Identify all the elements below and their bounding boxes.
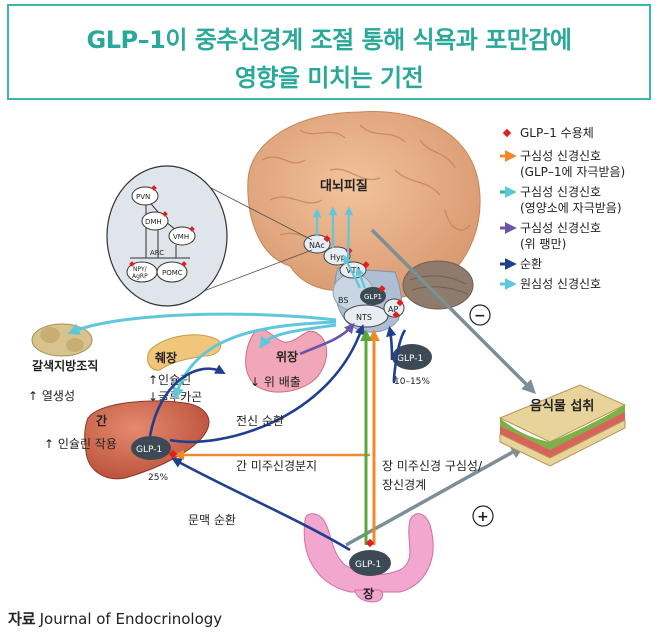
portal-circulation-label: 문맥 순환: [188, 513, 236, 527]
hypothalamus-inset: [106, 165, 228, 307]
intestine-glp1-label: GLP-1: [355, 560, 381, 570]
liver-glp1-label: GLP-1: [136, 445, 162, 455]
legend-afferent-distension: 구심성 신경신호: [520, 221, 601, 235]
liver-percent: 25%: [148, 473, 168, 483]
legend-afferent-nutrient: 구심성 신경신호: [520, 185, 601, 199]
mechanism-diagram: 대뇌피질 NAc Hyp VTA BS GLP1 NTS AP: [28, 111, 627, 603]
legend: [500, 128, 517, 290]
vmh-label: VMH: [173, 233, 189, 241]
vta-label: VTA: [346, 266, 362, 275]
legend-afferent-distension-sub: (위 팽만): [520, 237, 566, 251]
title-line-1: GLP–1이 중추신경계 조절 통해 식욕과 포만감에: [86, 26, 572, 54]
pancreas-illustration: [147, 334, 222, 371]
distension-arrow: [299, 322, 355, 356]
nts-label: NTS: [356, 313, 372, 322]
plus-sign: [472, 505, 494, 527]
title-box: GLP–1이 중추신경계 조절 통해 식욕과 포만감에 영향을 미치는 기전: [7, 4, 651, 100]
food-intake-label: 음식물 섭취: [530, 398, 594, 414]
title-line-2: 영향을 미치는 기전: [234, 64, 424, 92]
intestine-glp1-node: [349, 550, 391, 576]
bs-label: BS: [338, 296, 348, 305]
stomach-name: 위장: [276, 350, 298, 364]
vagal-path-label-1: 장 미주신경 구심성/: [382, 459, 483, 473]
brown-fat-effect: ↑ 열생성: [28, 389, 75, 403]
path-receptor-markers: [168, 449, 375, 548]
circulating-glp1-percent: 10–15%: [394, 377, 430, 387]
ap-label: AP: [388, 305, 398, 314]
brown-fat-name: 갈색지방조직: [32, 358, 98, 373]
source-label: 자료: [8, 610, 36, 628]
legend-efferent: 원심성 신경신호: [520, 277, 601, 291]
intestine-name: 장: [363, 587, 374, 601]
nac-label: NAc: [309, 241, 325, 250]
source-text: Journal of Endocrinology: [39, 610, 223, 628]
plus-text: +: [477, 509, 489, 525]
legend-circulation: 순환: [520, 257, 542, 271]
pancreas-name: 췌장: [155, 351, 177, 365]
intestine-illustration: [303, 513, 434, 603]
agrp-label: AgRP: [132, 273, 148, 280]
hepatic-vagal-label: 간 미주신경분지: [236, 459, 317, 473]
pvn-label: PVN: [136, 193, 150, 201]
circulating-glp1-node: [392, 344, 432, 370]
brain: [247, 111, 481, 333]
systemic-circulation-label: 전신 순환: [236, 414, 284, 428]
liver-effect: ↑ 인슐린 작용: [44, 437, 117, 451]
legend-receptor: GLP–1 수용체: [520, 126, 594, 140]
food-illustration: [498, 384, 627, 467]
legend-afferent-glp1: 구심성 신경신호: [520, 149, 601, 163]
circulation-arrows: [148, 324, 407, 552]
efferent-brain-arrows: [312, 206, 367, 289]
dmh-label: DMH: [145, 218, 162, 226]
minus-text: −: [474, 308, 486, 324]
npy-label: NPY/: [133, 266, 148, 273]
legend-afferent-glp1-sub: (GLP–1에 자극받음): [520, 165, 625, 179]
hyp-label: Hyp: [330, 253, 346, 262]
arc-label: ARC: [150, 249, 164, 257]
minus-sign: [469, 304, 491, 326]
brown-fat-illustration: [31, 323, 93, 357]
legend-afferent-nutrient-sub: (영양소에 자극받음): [520, 201, 622, 215]
stomach-effect: ↓ 위 배출: [250, 375, 301, 389]
pomc-label: POMC: [162, 269, 183, 277]
liver-glp1-node: [131, 436, 171, 460]
glp1-brain-label: GLP1: [364, 293, 382, 301]
circulating-glp1-label: GLP-1: [397, 354, 423, 364]
vagal-path-label-2: 장신경계: [382, 478, 426, 492]
liver-name: 간: [96, 413, 107, 428]
cortex-label: 대뇌피질: [320, 178, 368, 194]
